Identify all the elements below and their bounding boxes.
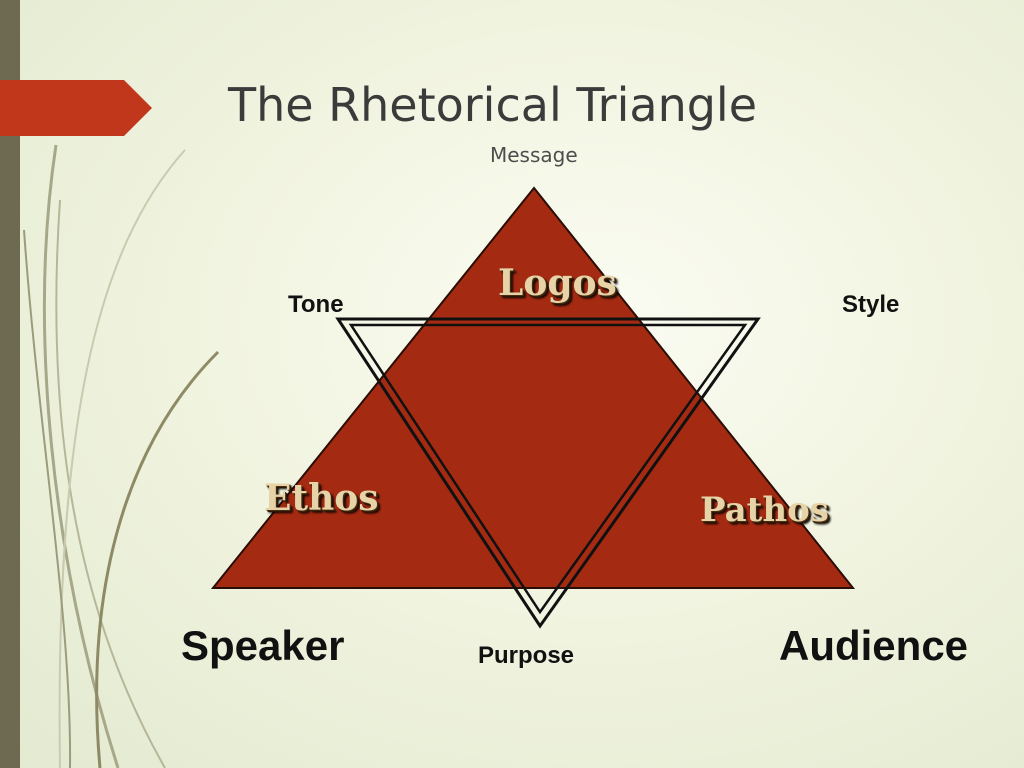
style-label: Style <box>842 291 900 318</box>
side-strip <box>0 0 20 768</box>
grass-decoration <box>23 144 220 768</box>
title-arrow-marker <box>0 80 152 136</box>
purpose-label: Purpose <box>478 642 575 669</box>
pathos-label: Pathos <box>700 490 829 530</box>
logos-label: Logos <box>498 262 617 304</box>
tone-label: Tone <box>288 291 344 318</box>
ethos-label: Ethos <box>264 477 379 519</box>
main-triangle <box>210 186 856 589</box>
inverted-triangle-outer <box>335 317 761 629</box>
message-label: Message <box>490 143 578 167</box>
inverted-triangle-inner <box>348 323 748 615</box>
speaker-label: Speaker <box>181 622 345 669</box>
slide-title: The Rhetorical Triangle <box>228 78 757 132</box>
audience-label: Audience <box>779 622 969 669</box>
